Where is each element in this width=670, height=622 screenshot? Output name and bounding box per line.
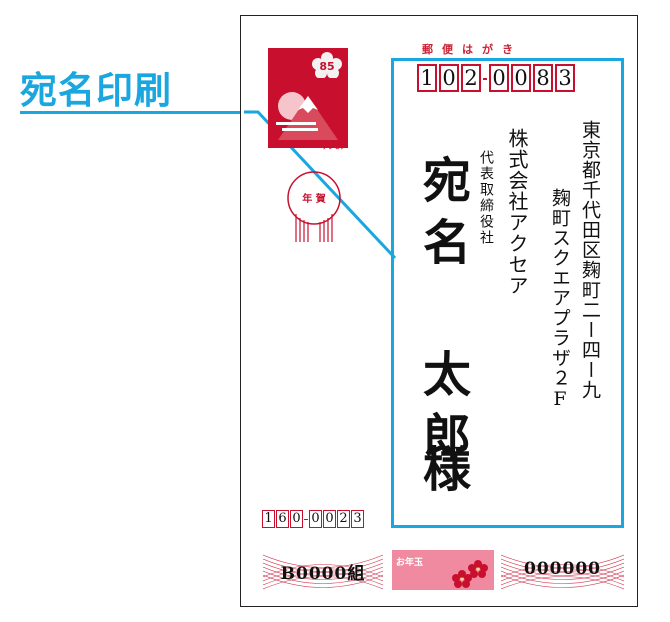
zip-digit: 0 xyxy=(309,510,322,528)
zip-digit: 0 xyxy=(290,510,303,528)
plum-flowers-icon xyxy=(452,560,488,588)
postage-stamp: 85 xyxy=(268,48,348,148)
guilloche-pattern xyxy=(501,554,624,590)
guilloche-pattern xyxy=(263,554,383,590)
otoshidama-label: お年玉 xyxy=(396,558,424,568)
lottery-group-panel: B0000組 xyxy=(263,550,383,590)
sender-zip: 1 6 0 0 0 2 3 xyxy=(262,510,365,528)
zip-digit: 0 xyxy=(323,510,336,528)
zip-digit: 1 xyxy=(417,64,437,92)
mount-fuji-icon xyxy=(276,92,338,140)
zip-digit: 6 xyxy=(276,510,289,528)
zip-digit: 0 xyxy=(489,64,509,92)
stamp-brand-left: ACCEA xyxy=(270,142,293,149)
address-line-2: 麹町スクエアプラザ２F xyxy=(549,188,571,411)
zip-digit: 1 xyxy=(262,510,275,528)
lottery-number: 000000 xyxy=(524,559,601,579)
lottery-group: B0000組 xyxy=(280,564,366,584)
zip-digit: 3 xyxy=(555,64,575,92)
zip-digit: 2 xyxy=(337,510,350,528)
zip-digit: 2 xyxy=(461,64,481,92)
recipient-title: 代表取締役社 xyxy=(478,150,494,246)
address-print-area xyxy=(391,58,624,528)
zip-digit: 8 xyxy=(533,64,553,92)
plum-blossom-icon: 85 xyxy=(312,52,342,78)
recipient-name: 宛名 太郎 xyxy=(414,155,470,473)
recipient-zip: 1 0 2 0 0 8 3 xyxy=(417,64,577,92)
address-line-1: 東京都千代田区麹町二ー四ー九 xyxy=(579,120,601,400)
zip-digit: 3 xyxy=(351,510,364,528)
callout-underline xyxy=(20,111,244,114)
honorific: 様 xyxy=(414,444,470,492)
zip-digit: 0 xyxy=(439,64,459,92)
zip-dash xyxy=(304,519,308,520)
stamp-brand: ACCEA アクセア xyxy=(270,142,346,151)
nenga-postmark: 年 賀 xyxy=(287,171,341,242)
nenga-label: 年 賀 xyxy=(302,192,325,205)
postal-header: 郵便はがき xyxy=(422,43,522,56)
stamp-value: 85 xyxy=(319,60,334,73)
lottery-number-panel: 000000 xyxy=(501,550,624,590)
callout-title: 宛名印刷 xyxy=(20,69,172,112)
zip-digit: 0 xyxy=(511,64,531,92)
stamp-brand-right: アクセア xyxy=(322,144,346,151)
zip-dash xyxy=(483,78,487,80)
company-name: 株式会社アクセア xyxy=(505,128,529,296)
otoshidama-panel: お年玉 xyxy=(392,550,494,590)
